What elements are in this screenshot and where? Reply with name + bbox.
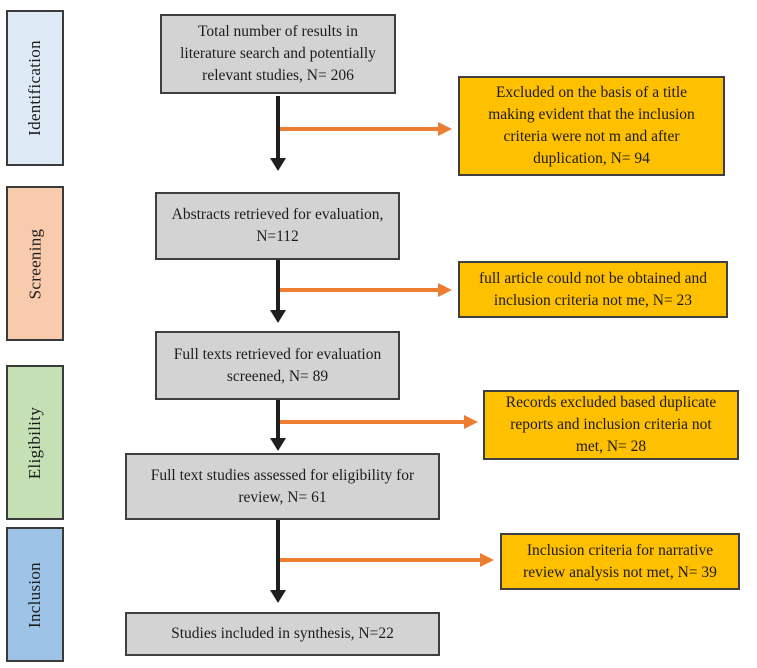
exclusion-box-narrative-criteria-text: Inclusion criteria for narrative review … bbox=[523, 541, 717, 581]
exclusion-box-title-screen: Excluded on the basis of a title making … bbox=[458, 76, 725, 176]
flow-box-full-texts: Full texts retrieved for evaluation scre… bbox=[155, 331, 400, 400]
flow-box-full-texts-text: Full texts retrieved for evaluation scre… bbox=[173, 345, 382, 385]
down-arrow-2-line bbox=[276, 260, 280, 310]
stage-identification: Identification bbox=[6, 10, 64, 166]
stage-eligibility-label: Eligibility bbox=[25, 406, 44, 479]
flow-box-eligibility-assessed: Full text studies assessed for eligibili… bbox=[125, 453, 440, 520]
exclusion-arrow-4-line bbox=[280, 558, 480, 562]
flow-box-abstracts-text: Abstracts retrieved for evaluation, N=11… bbox=[171, 206, 384, 245]
stage-identification-label: Identification bbox=[25, 40, 44, 136]
exclusion-box-duplicates: Records excluded based duplicate reports… bbox=[483, 390, 739, 460]
flow-box-included-text: Studies included in synthesis, N=22 bbox=[171, 625, 394, 642]
flow-box-search-results: Total number of results in literature se… bbox=[160, 14, 396, 94]
flow-box-abstracts: Abstracts retrieved for evaluation, N=11… bbox=[155, 192, 400, 260]
down-arrow-1-line bbox=[276, 96, 280, 158]
exclusion-box-no-full-article: full article could not be obtained and i… bbox=[458, 261, 728, 318]
flow-box-included: Studies included in synthesis, N=22 bbox=[125, 612, 440, 656]
exclusion-box-title-screen-text: Excluded on the basis of a title making … bbox=[488, 84, 695, 167]
exclusion-arrow-3-line bbox=[280, 420, 464, 424]
stage-inclusion: Inclusion bbox=[6, 527, 64, 662]
flow-box-search-results-text: Total number of results in literature se… bbox=[180, 23, 376, 84]
down-arrow-3-line bbox=[276, 400, 280, 438]
down-arrow-2-head bbox=[270, 310, 286, 323]
exclusion-box-duplicates-text: Records excluded based duplicate reports… bbox=[505, 394, 717, 455]
exclusion-arrow-2-head bbox=[438, 283, 452, 297]
stage-inclusion-label: Inclusion bbox=[25, 561, 44, 628]
exclusion-arrow-4-head bbox=[480, 553, 494, 567]
exclusion-box-narrative-criteria: Inclusion criteria for narrative review … bbox=[500, 533, 740, 590]
exclusion-arrow-1-head bbox=[438, 122, 452, 136]
down-arrow-3-head bbox=[270, 438, 286, 451]
exclusion-arrow-2-line bbox=[280, 288, 438, 292]
exclusion-arrow-3-head bbox=[464, 415, 478, 429]
stage-screening-label: Screening bbox=[25, 228, 44, 299]
exclusion-arrow-1-line bbox=[280, 127, 438, 131]
down-arrow-4-head bbox=[270, 590, 286, 603]
flow-box-eligibility-assessed-text: Full text studies assessed for eligibili… bbox=[150, 466, 415, 506]
stage-eligibility: Eligibility bbox=[6, 365, 64, 520]
down-arrow-4-line bbox=[276, 520, 280, 590]
exclusion-box-no-full-article-text: full article could not be obtained and i… bbox=[478, 269, 708, 309]
stage-screening: Screening bbox=[6, 186, 64, 341]
down-arrow-1-head bbox=[270, 158, 286, 171]
